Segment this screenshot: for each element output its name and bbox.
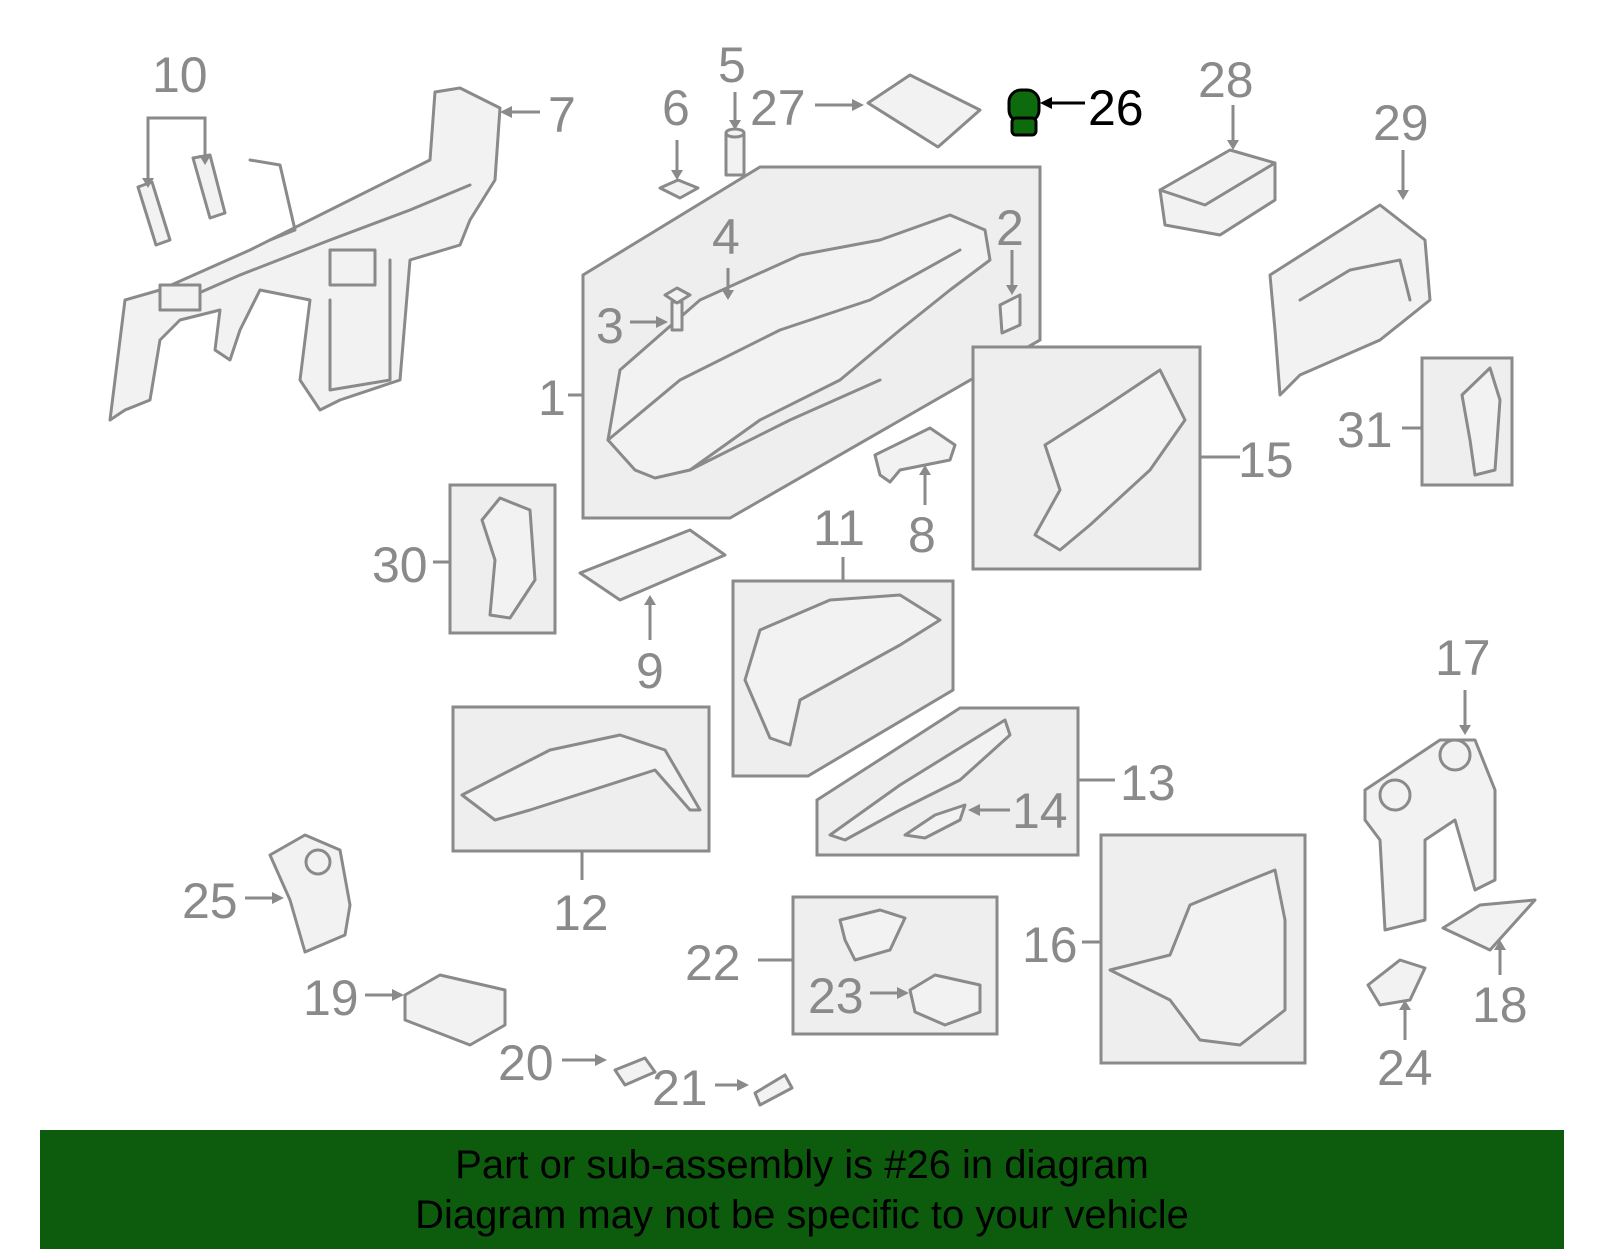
callout-6: 6 bbox=[662, 80, 690, 136]
part-27-pad bbox=[866, 73, 982, 149]
callout-11: 11 bbox=[813, 500, 865, 556]
callout-13: 13 bbox=[1120, 755, 1176, 811]
callout-3: 3 bbox=[596, 298, 624, 354]
callout-22: 22 bbox=[685, 935, 741, 991]
callout-10: 10 bbox=[152, 47, 208, 103]
callout-19: 19 bbox=[303, 970, 359, 1026]
part-7-cross-car-beam bbox=[108, 86, 502, 422]
part-31-trim bbox=[1460, 366, 1502, 477]
part-12-duct bbox=[460, 733, 702, 822]
leader-lines bbox=[142, 92, 1506, 1091]
callout-24: 24 bbox=[1377, 1040, 1433, 1096]
callout-17: 17 bbox=[1435, 630, 1491, 686]
callout-31: 31 bbox=[1337, 402, 1393, 458]
part-11-glove-box bbox=[743, 593, 942, 747]
part-24-clip bbox=[1366, 958, 1427, 1007]
banner-line-2: Diagram may not be specific to your vehi… bbox=[415, 1193, 1189, 1237]
callout-30: 30 bbox=[372, 537, 428, 593]
callout-23: 23 bbox=[808, 968, 864, 1024]
part-20-clip bbox=[613, 1056, 657, 1087]
callout-26: 26 bbox=[1088, 80, 1144, 136]
callout-12: 12 bbox=[553, 885, 609, 941]
callout-2: 2 bbox=[996, 200, 1024, 256]
callout-21: 21 bbox=[652, 1060, 708, 1116]
callout-18: 18 bbox=[1472, 977, 1528, 1033]
callout-1: 1 bbox=[538, 370, 566, 426]
part-18-panel bbox=[1441, 898, 1537, 952]
callout-7: 7 bbox=[548, 87, 576, 143]
callout-29: 29 bbox=[1373, 95, 1429, 151]
callout-8: 8 bbox=[908, 507, 936, 563]
part-26-highlighted bbox=[1007, 88, 1041, 137]
callout-5: 5 bbox=[718, 37, 746, 93]
part-10-brackets bbox=[136, 153, 227, 247]
part-8-bracket bbox=[873, 426, 957, 484]
part-6-clip bbox=[658, 178, 700, 200]
part-2-clip bbox=[998, 293, 1022, 335]
part-13-14-trim bbox=[828, 718, 1012, 842]
part-1-instrument-panel bbox=[606, 213, 992, 480]
part-19-bin bbox=[403, 973, 507, 1047]
part-15-panel bbox=[1033, 368, 1187, 552]
callout-9: 9 bbox=[636, 643, 664, 699]
callout-27: 27 bbox=[750, 80, 806, 136]
part-28-module bbox=[1158, 148, 1277, 237]
part-29-bracket bbox=[1268, 203, 1432, 397]
part-5-pin bbox=[724, 127, 746, 177]
callout-4: 4 bbox=[712, 209, 740, 265]
banner-line-1: Part or sub-assembly is #26 in diagram bbox=[455, 1143, 1149, 1187]
part-30-bracket bbox=[480, 496, 537, 620]
part-3-bolt bbox=[663, 286, 692, 332]
part-9-tray bbox=[578, 528, 727, 602]
callout-25: 25 bbox=[182, 873, 238, 929]
info-banner: Part or sub-assembly is #26 in diagram D… bbox=[40, 1130, 1564, 1249]
part-21-clip bbox=[753, 1073, 794, 1107]
callout-15: 15 bbox=[1238, 432, 1294, 488]
callout-16: 16 bbox=[1022, 917, 1078, 973]
part-17-bezel bbox=[1363, 738, 1497, 932]
callout-14: 14 bbox=[1012, 783, 1068, 839]
callout-20: 20 bbox=[498, 1035, 554, 1091]
callout-28: 28 bbox=[1198, 52, 1254, 108]
part-25-bezel bbox=[268, 833, 352, 954]
part-16-panel bbox=[1108, 868, 1287, 1047]
callout-labels: 10 7 6 5 27 26 28 29 4 2 3 1 8 15 31 30 … bbox=[152, 37, 1528, 1116]
part-22-23-brackets bbox=[838, 908, 982, 1027]
